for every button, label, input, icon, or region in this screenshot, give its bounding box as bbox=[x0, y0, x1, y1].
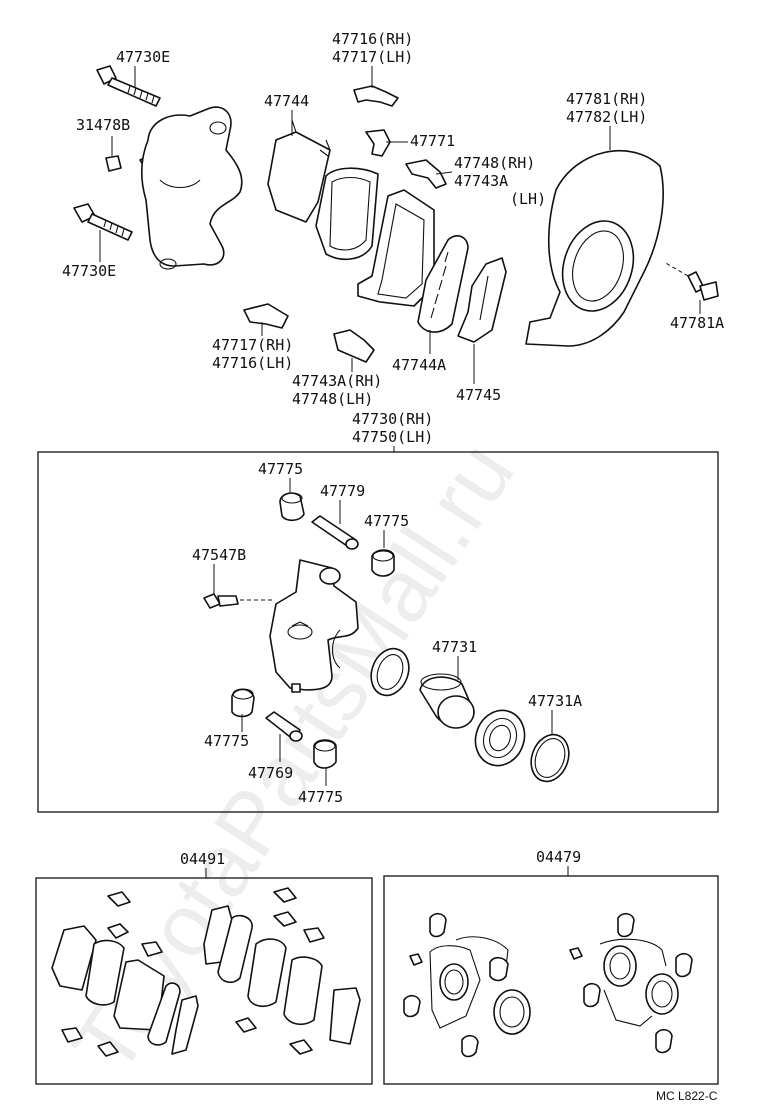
pad-support-plate bbox=[357, 189, 435, 307]
label-47743a-lh: (LH) bbox=[510, 190, 546, 208]
label-47745: 47745 bbox=[456, 386, 501, 404]
label-47769: 47769 bbox=[248, 764, 293, 782]
label-47779: 47779 bbox=[320, 482, 365, 500]
caliper-assembly-box bbox=[37, 451, 719, 813]
caliper-body bbox=[269, 559, 359, 693]
screw-47781a bbox=[663, 261, 719, 301]
disc-pad-front bbox=[315, 167, 379, 261]
label-47782-lh: 47782(LH) bbox=[566, 108, 647, 126]
anti-squeal-shim-47744 bbox=[267, 119, 331, 223]
label-47744: 47744 bbox=[264, 92, 309, 110]
label-47730-rh: 47730(RH) bbox=[352, 410, 433, 428]
bolt-47730e-top bbox=[96, 65, 161, 107]
label-47748-rh: 47748(RH) bbox=[454, 154, 535, 172]
pad-spring-47743a-47748-bottom bbox=[333, 329, 375, 363]
label-47717-lh: 47717(LH) bbox=[332, 48, 413, 66]
slide-boot-47775-d bbox=[313, 739, 337, 769]
kit-04491-pads-and-shims bbox=[51, 887, 361, 1057]
disc-brake-dust-cover bbox=[525, 150, 664, 347]
label-04491: 04491 bbox=[180, 850, 225, 868]
slide-pin-47769 bbox=[265, 711, 303, 742]
label-47743a: 47743A bbox=[454, 172, 508, 190]
kit-04479-seals-and-boots bbox=[403, 912, 693, 1058]
pad-clip-47717-47716-bottom bbox=[243, 303, 289, 329]
bolt-47730e-bottom bbox=[73, 203, 133, 241]
label-47717-rh: 47717(RH) bbox=[212, 336, 293, 354]
label-47730e-top: 47730E bbox=[116, 48, 170, 66]
label-47771: 47771 bbox=[410, 132, 455, 150]
piston-47731 bbox=[419, 673, 475, 729]
set-ring-47731a bbox=[530, 733, 570, 783]
kit-04491-box bbox=[35, 877, 373, 1085]
label-47775-a: 47775 bbox=[258, 460, 303, 478]
label-47781a: 47781A bbox=[670, 314, 724, 332]
pad-clip-47716-47717-top bbox=[353, 85, 399, 107]
label-47731: 47731 bbox=[432, 638, 477, 656]
label-04479: 04479 bbox=[536, 848, 581, 866]
kit-04479-box bbox=[383, 875, 719, 1085]
label-47748-lh: 47748(LH) bbox=[292, 390, 373, 408]
label-47775-d: 47775 bbox=[298, 788, 343, 806]
slide-boot-47775-b bbox=[371, 549, 395, 577]
label-47716-rh: 47716(RH) bbox=[332, 30, 413, 48]
slide-boot-47775-c bbox=[231, 688, 255, 718]
label-47743a-rh: 47743A(RH) bbox=[292, 372, 382, 390]
anti-squeal-shim-47745 bbox=[457, 257, 507, 343]
pad-spring-47748-47743a-top bbox=[405, 159, 447, 189]
cylinder-boot bbox=[474, 709, 526, 767]
label-47750-lh: 47750(LH) bbox=[352, 428, 433, 446]
label-47781-rh: 47781(RH) bbox=[566, 90, 647, 108]
pad-wear-indicator-47771 bbox=[365, 129, 391, 157]
piston-seal bbox=[370, 647, 410, 697]
label-47775-c: 47775 bbox=[204, 732, 249, 750]
label-47730e-bottom: 47730E bbox=[62, 262, 116, 280]
label-47716-lh: 47716(LH) bbox=[212, 354, 293, 372]
label-47731a: 47731A bbox=[528, 692, 582, 710]
bleeder-plug-47547b bbox=[203, 593, 272, 609]
diagram-footer-code: MC L822-C bbox=[656, 1089, 718, 1103]
caliper-mounting-bracket bbox=[140, 106, 243, 270]
leader-47748 bbox=[435, 171, 453, 175]
slide-boot-47775-a bbox=[279, 492, 305, 522]
label-47744a: 47744A bbox=[392, 356, 446, 374]
label-31478b: 31478B bbox=[76, 116, 130, 134]
label-47547b: 47547B bbox=[192, 546, 246, 564]
anti-squeal-shim-47744a bbox=[417, 235, 469, 333]
slide-pin-47779 bbox=[311, 515, 359, 550]
label-47775-b: 47775 bbox=[364, 512, 409, 530]
